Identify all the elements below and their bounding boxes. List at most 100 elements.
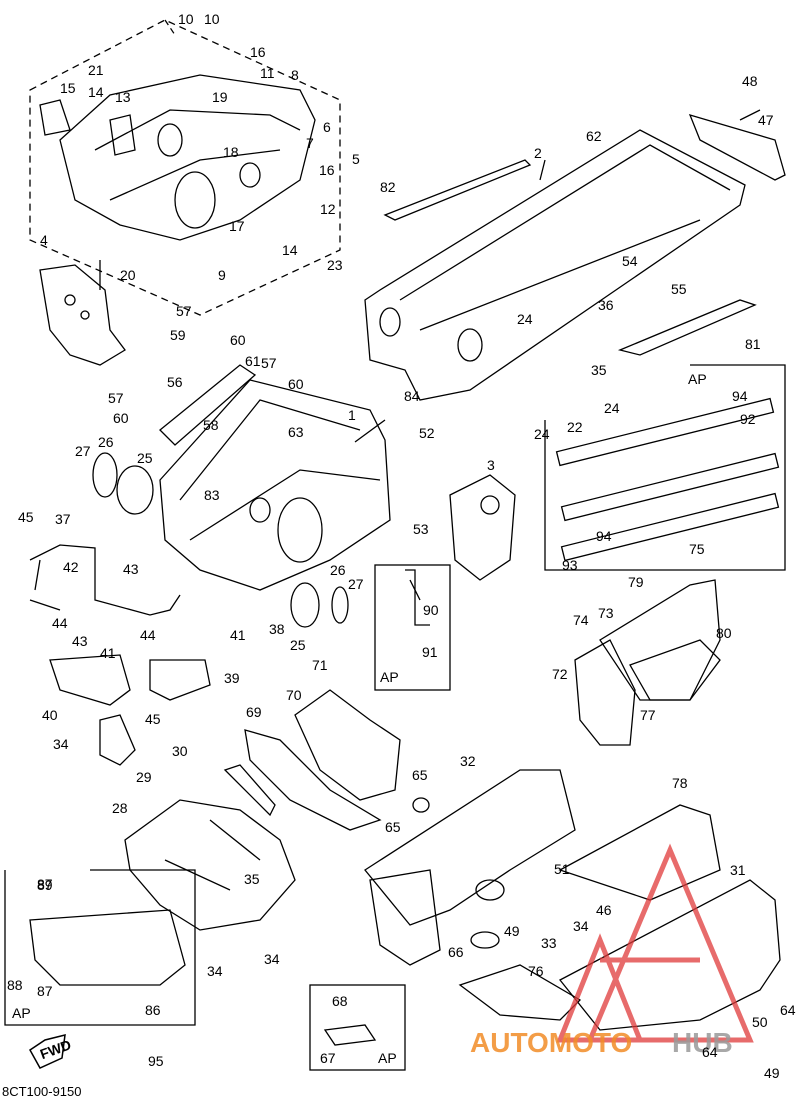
callout-6: 6 xyxy=(323,119,331,135)
callout-35: 35 xyxy=(244,871,260,887)
ap-label-95: AP xyxy=(12,1005,31,1021)
callout-34: 34 xyxy=(207,963,223,979)
callout-27: 27 xyxy=(75,443,91,459)
callout-14: 14 xyxy=(88,84,104,100)
part-67-clip xyxy=(323,1024,377,1046)
callout-50: 50 xyxy=(752,1014,768,1030)
callout-14: 14 xyxy=(282,242,298,258)
part-66-grommet xyxy=(470,931,500,949)
fwd-label: FWD xyxy=(38,1036,73,1062)
tunnel-part-2 xyxy=(364,129,746,401)
callout-29: 29 xyxy=(136,769,152,785)
part-4-bracket xyxy=(39,264,126,366)
part-79-panel xyxy=(599,579,721,701)
part-30-strip xyxy=(223,764,276,817)
callout-23: 23 xyxy=(327,257,343,273)
callout-60: 60 xyxy=(288,376,304,392)
part-31-rail xyxy=(559,879,781,1031)
part-69-panel xyxy=(244,729,382,831)
part-92-rail-a xyxy=(555,397,775,467)
callout-15: 15 xyxy=(60,80,76,96)
callout-79: 79 xyxy=(628,574,644,590)
part-26-ring-right xyxy=(331,586,349,624)
watermark-text-gray: HUB xyxy=(672,1027,733,1058)
callout-3: 3 xyxy=(487,457,495,473)
callout-87: 87 xyxy=(37,876,53,892)
callout-84: 84 xyxy=(404,388,420,404)
callout-93: 93 xyxy=(562,557,578,573)
front-frame-part-1 xyxy=(159,379,391,591)
callout-64: 64 xyxy=(780,1002,796,1018)
callout-31: 31 xyxy=(730,862,746,878)
callout-67: 67 xyxy=(320,1050,336,1066)
ap-box-67 xyxy=(309,984,406,1071)
callout-44: 44 xyxy=(140,627,156,643)
callout-13: 13 xyxy=(115,89,131,105)
callout-36: 36 xyxy=(598,297,614,313)
callout-65: 65 xyxy=(412,767,428,783)
callout-78: 78 xyxy=(672,775,688,791)
ap-label-92: AP xyxy=(688,371,707,387)
callout-80: 80 xyxy=(716,625,732,641)
callout-87: 87 xyxy=(37,983,53,999)
callout-37: 37 xyxy=(55,511,71,527)
callout-59: 59 xyxy=(170,327,186,343)
callout-60: 60 xyxy=(230,332,246,348)
fwd-arrow xyxy=(29,1034,66,1069)
callout-94: 94 xyxy=(596,528,612,544)
callout-32: 32 xyxy=(460,753,476,769)
callout-25: 25 xyxy=(290,637,306,653)
callout-43: 43 xyxy=(72,633,88,649)
part-28-guard xyxy=(124,799,296,931)
callout-71: 71 xyxy=(312,657,328,673)
callout-57: 57 xyxy=(261,355,277,371)
callout-86: 86 xyxy=(145,1002,161,1018)
callout-26: 26 xyxy=(98,434,114,450)
callout-35: 35 xyxy=(591,362,607,378)
callout-57: 57 xyxy=(176,303,192,319)
part-25-bellow-right xyxy=(290,582,320,628)
callout-16: 16 xyxy=(250,44,266,60)
callout-95: 95 xyxy=(148,1053,164,1069)
callout-38: 38 xyxy=(269,621,285,637)
part-65-left-shroud xyxy=(369,869,441,966)
callout-34: 34 xyxy=(264,951,280,967)
part-26-ring-left xyxy=(92,452,118,498)
callout-5: 5 xyxy=(352,151,360,167)
callout-62: 62 xyxy=(586,128,602,144)
callout-20: 20 xyxy=(120,267,136,283)
callout-49: 49 xyxy=(504,923,520,939)
callout-18: 18 xyxy=(223,144,239,160)
callout-92: 92 xyxy=(740,411,756,427)
part-47-bracket xyxy=(688,113,786,181)
callout-41: 41 xyxy=(230,627,246,643)
callout-40: 40 xyxy=(42,707,58,723)
part-37-handle xyxy=(29,544,181,616)
callout-58: 58 xyxy=(203,417,219,433)
callout-55: 55 xyxy=(671,281,687,297)
callout-17: 17 xyxy=(229,218,245,234)
callout-89: 89 xyxy=(37,877,53,893)
callout-8: 8 xyxy=(291,67,299,83)
callout-51: 51 xyxy=(554,861,570,877)
callout-2: 2 xyxy=(534,145,542,161)
ap-box-95 xyxy=(4,869,196,1026)
callout-12: 12 xyxy=(320,201,336,217)
callout-22: 22 xyxy=(567,419,583,435)
callout-48: 48 xyxy=(742,73,758,89)
part-25-bellow-left xyxy=(116,465,154,515)
callout-56: 56 xyxy=(167,374,183,390)
part-72-panel xyxy=(574,639,636,746)
callout-44: 44 xyxy=(52,615,68,631)
callout-77: 77 xyxy=(640,707,656,723)
callout-34: 34 xyxy=(573,918,589,934)
callout-16: 16 xyxy=(319,162,335,178)
callout-70: 70 xyxy=(286,687,302,703)
part-76-rail xyxy=(458,964,582,1021)
callout-57: 57 xyxy=(108,390,124,406)
part-32-skid-plate xyxy=(364,769,576,926)
callout-47: 47 xyxy=(758,112,774,128)
callout-24: 24 xyxy=(517,311,533,327)
